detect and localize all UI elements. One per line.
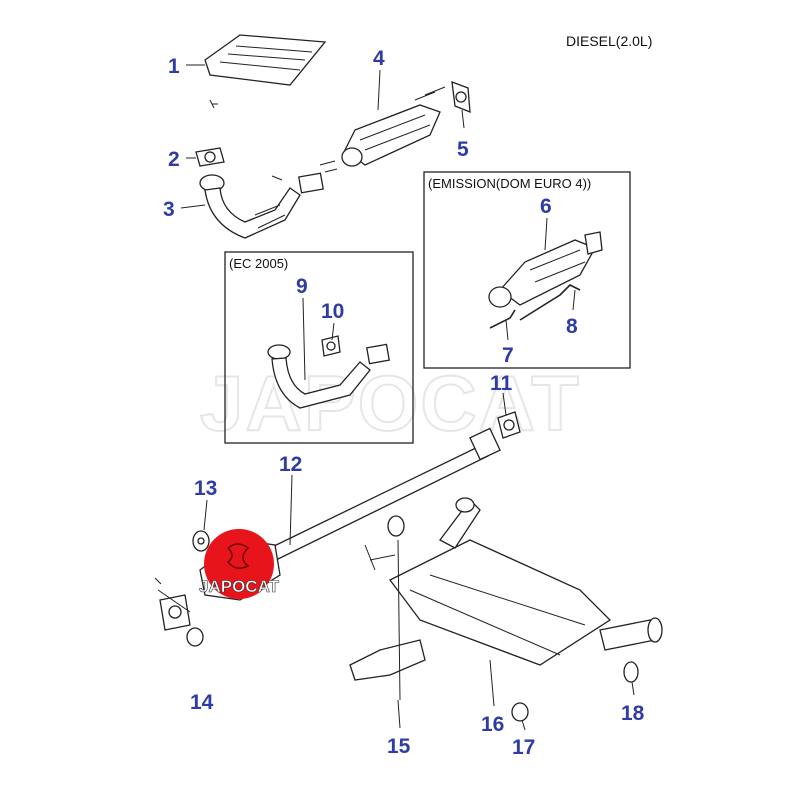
label-10: 10	[321, 300, 344, 323]
label-7: 7	[502, 344, 514, 367]
catalytic-converter-part-6	[488, 231, 603, 308]
leader-lines	[180, 64, 635, 731]
logo-text: JAPOCAT	[199, 577, 280, 596]
label-17: 17	[512, 736, 535, 759]
label-12: 12	[279, 453, 302, 476]
emission-box	[423, 171, 631, 369]
label-18: 18	[621, 702, 645, 725]
label-14: 14	[190, 691, 214, 714]
hanger-part-7	[489, 309, 516, 329]
label-15: 15	[387, 735, 411, 758]
label-3: 3	[163, 198, 175, 221]
label-2: 2	[168, 148, 180, 171]
ec2005-box-caption: (EC 2005)	[229, 256, 288, 271]
label-8: 8	[566, 315, 578, 338]
hanger-part-8	[519, 284, 581, 321]
heat-shield-part	[204, 34, 327, 109]
label-1: 1	[168, 55, 180, 78]
label-9: 9	[296, 275, 308, 298]
mount-rubber-part-13	[192, 530, 210, 552]
label-16: 16	[481, 713, 504, 736]
engine-title: DIESEL(2.0L)	[566, 33, 652, 49]
catalytic-converter-part	[319, 86, 446, 173]
mount-rubber-part-18	[623, 661, 639, 683]
watermark: JAPOCAT	[200, 359, 581, 447]
gasket-part-11	[497, 411, 521, 439]
gasket-part-5	[451, 81, 471, 113]
mount-rubber-part-15	[387, 515, 405, 701]
front-pipe-part	[199, 172, 324, 239]
front-pipe-part-9	[267, 343, 390, 409]
mount-rubber-part-17	[511, 702, 529, 722]
label-4: 4	[373, 47, 385, 70]
rear-muffler-part	[349, 497, 663, 681]
label-5: 5	[457, 138, 469, 161]
japocat-logo: JAPOCAT	[199, 529, 280, 599]
label-13: 13	[194, 477, 217, 500]
ec2005-box	[224, 251, 414, 444]
gasket-part-14	[154, 577, 204, 647]
gasket-part-10	[321, 335, 341, 357]
gasket-part-2	[195, 147, 225, 167]
emission-box-caption: (EMISSION(DOM EURO 4))	[428, 176, 591, 191]
label-11: 11	[490, 372, 513, 395]
label-6: 6	[540, 195, 552, 218]
